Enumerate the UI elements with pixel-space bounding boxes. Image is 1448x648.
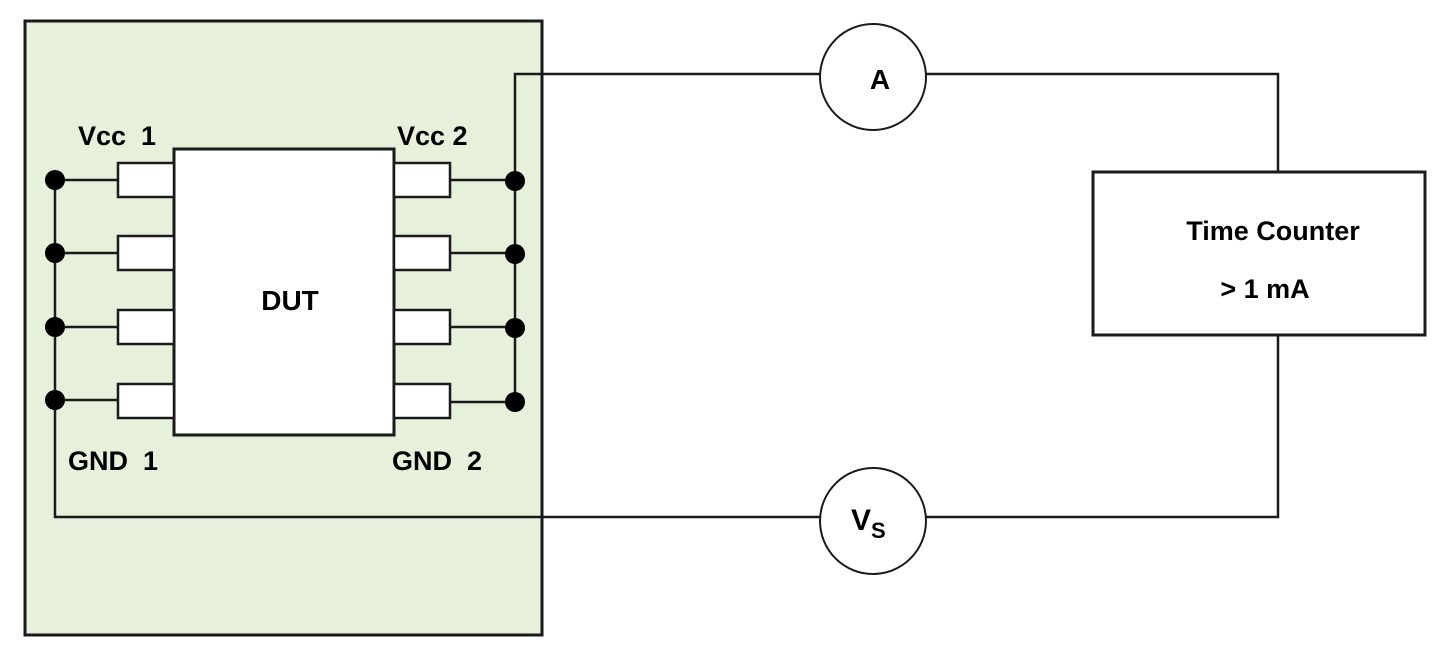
time-counter-box xyxy=(1091,170,1427,337)
vcc1-label: Vcc 1 xyxy=(78,121,156,151)
bottom-return-wire xyxy=(926,335,1280,519)
time-counter-threshold: > 1 mA xyxy=(1220,274,1309,304)
junction-node-right-1 xyxy=(505,171,525,191)
junction-node-right-4 xyxy=(505,392,525,412)
ammeter-label: A xyxy=(870,64,890,95)
dut-pin-right-1 xyxy=(392,161,452,199)
junction-node-left-1 xyxy=(45,170,65,190)
dut-pin-left-3 xyxy=(116,308,176,346)
ammeter: A xyxy=(819,23,927,131)
junction-node-right-3 xyxy=(505,318,525,338)
left-bus-wire xyxy=(53,180,820,519)
voltage-source-symbol: V xyxy=(851,504,871,537)
dut-pin-left-1 xyxy=(116,161,176,199)
dut-pin-right-2 xyxy=(392,234,452,272)
top-wire xyxy=(926,72,1280,172)
time-counter: Time Counter > 1 mA xyxy=(1091,170,1427,337)
ammeter-symbol-circle xyxy=(819,23,927,131)
junction-node-left-4 xyxy=(45,390,65,410)
dut-pin-left-4 xyxy=(116,382,176,420)
voltage-source-subscript: S xyxy=(871,518,886,543)
dut-label: DUT xyxy=(261,285,319,316)
dut-pin-right-4 xyxy=(392,382,452,420)
vcc2-label: Vcc 2 xyxy=(397,121,468,151)
right-bus-wire xyxy=(513,72,820,402)
dut-pin-right-3 xyxy=(392,308,452,346)
voltage-source: VS xyxy=(819,467,927,575)
junction-node-left-3 xyxy=(45,317,65,337)
voltage-source-label: VS xyxy=(851,504,886,543)
gnd1-label: GND 1 xyxy=(68,446,158,476)
dut-pin-left-2 xyxy=(116,234,176,272)
junction-node-right-2 xyxy=(505,244,525,264)
voltage-source-circle xyxy=(819,467,927,575)
gnd2-label: GND 2 xyxy=(392,446,482,476)
time-counter-title: Time Counter xyxy=(1186,216,1360,246)
junction-node-left-2 xyxy=(45,243,65,263)
dut-body xyxy=(172,147,396,437)
